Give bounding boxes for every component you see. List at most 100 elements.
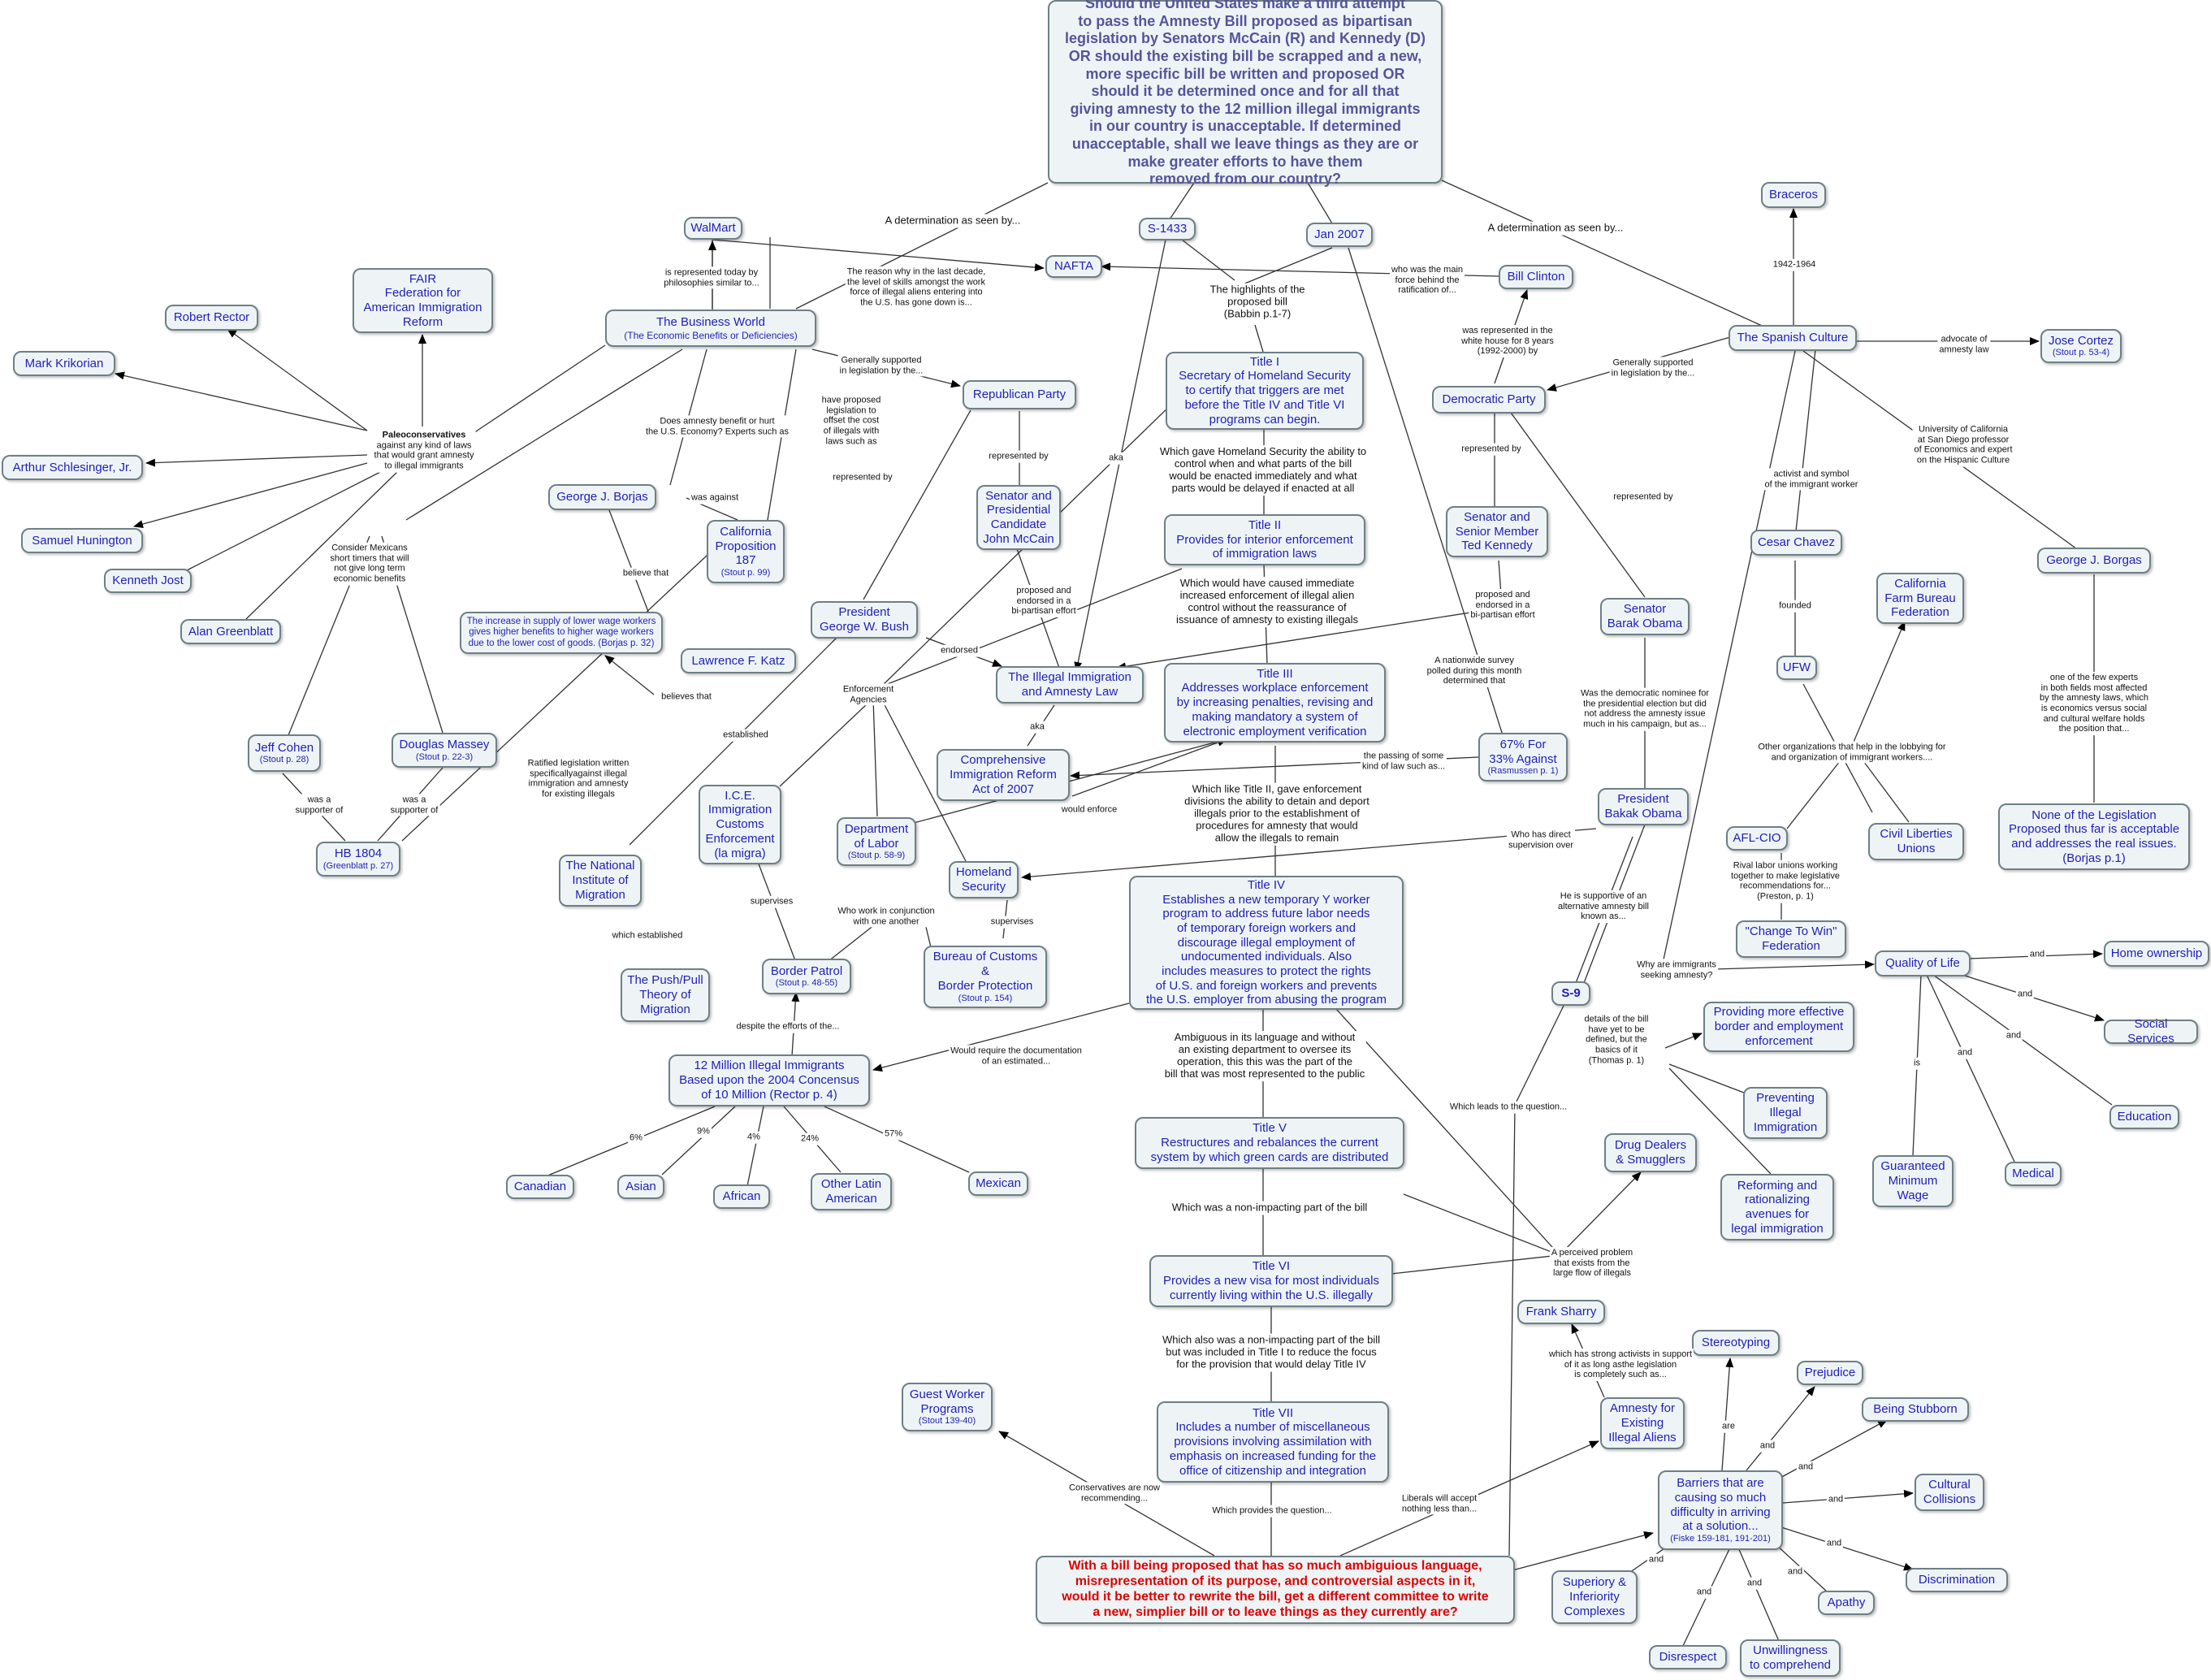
node-text: Arthur Schlesinger, Jr. <box>12 460 132 474</box>
node-text: Bureau of Customs & Border Protection <box>932 950 1038 993</box>
node-text: 67% For 33% Against <box>1489 737 1557 766</box>
node-george-w-bush[interactable]: President George W. Bush <box>811 601 918 639</box>
node-effective-border[interactable]: Providing more effective border and empl… <box>1703 1002 1854 1052</box>
node-republican-party[interactable]: Republican Party <box>963 380 1076 409</box>
node-text: Unwillingness to comprehend <box>1749 1643 1832 1672</box>
node-walmart[interactable]: WalMart <box>684 217 742 240</box>
node-african[interactable]: African <box>713 1184 770 1209</box>
node-barriers[interactable]: Barriers that are causing so much diffic… <box>1658 1470 1783 1550</box>
node-bill-clinton[interactable]: Bill Clinton <box>1499 265 1573 289</box>
node-superiority-complexes[interactable]: Superiory & Inferiority Complexes <box>1551 1570 1638 1624</box>
node-title-6[interactable]: Title VI Provides a new visa for most in… <box>1149 1255 1393 1307</box>
node-home-ownership[interactable]: Home ownership <box>2104 941 2209 967</box>
node-lawrence-katz[interactable]: Lawrence F. Katz <box>681 648 796 673</box>
node-nafta[interactable]: NAFTA <box>1045 255 1102 278</box>
node-robert-rector[interactable]: Robert Rector <box>165 305 258 331</box>
node-hb-1804[interactable]: HB 1804(Greenblatt p. 27) <box>316 842 400 877</box>
node-jan2007[interactable]: Jan 2007 <box>1306 223 1373 247</box>
node-california-prop-187[interactable]: California Proposition 187(Stout p. 99) <box>707 520 785 583</box>
node-samuel-hunington[interactable]: Samuel Hunington <box>21 528 143 553</box>
node-department-of-labor[interactable]: Department of Labor(Stout p. 58-9) <box>837 817 916 866</box>
node-unwillingness[interactable]: Unwillingness to comprehend <box>1740 1639 1841 1677</box>
node-social-services[interactable]: Social Services <box>2104 1017 2198 1046</box>
node-arthur-schlesinger[interactable]: Arthur Schlesinger, Jr. <box>2 455 143 480</box>
node-reforming-legal[interactable]: Reforming and rationalizing avenues for … <box>1720 1174 1834 1241</box>
node-asian[interactable]: Asian <box>617 1175 664 1199</box>
node-george-borgas[interactable]: George J. Borgas <box>2037 548 2151 574</box>
node-title-5[interactable]: Title V Restructures and rebalances the … <box>1135 1117 1404 1169</box>
node-title-7[interactable]: Title VII Includes a number of miscellan… <box>1157 1401 1389 1483</box>
node-none-of-legislation[interactable]: None of the Legislation Proposed thus fa… <box>1998 803 2190 870</box>
node-border-patrol[interactable]: Border Patrol(Stout p. 48-55) <box>762 959 851 994</box>
node-change-to-win[interactable]: "Change To Win" Federation <box>1736 920 1846 958</box>
root-question: Should the United States make a third at… <box>1048 0 1443 187</box>
node-disrespect[interactable]: Disrespect <box>1649 1645 1727 1669</box>
node-canadian[interactable]: Canadian <box>506 1175 574 1199</box>
node-supply-statement[interactable]: The increase in supply of lower wage wor… <box>460 612 663 654</box>
node-jeff-cohen[interactable]: Jeff Cohen(Stout p. 28) <box>248 734 321 772</box>
node-text: George J. Borgas <box>2046 553 2142 568</box>
node-democratic-party[interactable]: Democratic Party <box>1432 386 1546 414</box>
node-mexican[interactable]: Mexican <box>968 1171 1028 1196</box>
node-being-stubborn[interactable]: Being Stubborn <box>1862 1397 1969 1422</box>
node-apathy[interactable]: Apathy <box>1818 1591 1875 1615</box>
node-title-3[interactable]: Title III Addresses workplace enforcemen… <box>1164 663 1386 743</box>
node-discrimination[interactable]: Discrimination <box>1906 1568 2008 1592</box>
node-braceros[interactable]: Braceros <box>1761 182 1826 208</box>
node-comprehensive-reform-act[interactable]: Comprehensive Immigration Reform Act of … <box>937 749 1070 801</box>
node-national-institute-migration[interactable]: The National Institute of Migration <box>559 855 642 907</box>
node-focus-question[interactable]: With a bill being proposed that has so m… <box>1036 1556 1515 1624</box>
node-s1433[interactable]: S-1433 <box>1139 218 1196 240</box>
node-s9[interactable]: S-9 <box>1551 981 1590 1006</box>
node-push-pull-theory[interactable]: The Push/Pull Theory of Migration <box>621 968 710 1022</box>
node-poll-results[interactable]: 67% For 33% Against(Rasmussen p. 1) <box>1478 733 1568 782</box>
node-john-mccain[interactable]: Senator and Presidential Candidate John … <box>976 485 1061 550</box>
node-fair[interactable]: FAIR Federation for American Immigration… <box>353 268 493 333</box>
node-business-world[interactable]: The Business World(The Economic Benefits… <box>605 310 816 347</box>
link-label: details of the bill have yet to be defin… <box>1582 1013 1651 1067</box>
node-title-2[interactable]: Title II Provides for interior enforceme… <box>1164 514 1365 565</box>
node-george-borjas[interactable]: George J. Borjas <box>548 484 656 510</box>
node-education[interactable]: Education <box>2109 1105 2179 1129</box>
node-title-1[interactable]: Title I Secretary of Homeland Security t… <box>1166 352 1364 430</box>
node-mark-krikorian[interactable]: Mark Krikorian <box>13 351 115 376</box>
node-text: Reforming and rationalizing avenues for … <box>1731 1178 1824 1236</box>
node-guaranteed-wage[interactable]: Guaranteed Minimum Wage <box>1872 1155 1954 1207</box>
node-afl-cio[interactable]: AFL-CIO <box>1726 826 1788 851</box>
node-quality-of-life[interactable]: Quality of Life <box>1875 950 1971 976</box>
node-frank-sharry[interactable]: Frank Sharry <box>1517 1300 1605 1324</box>
node-ca-farm-bureau[interactable]: California Farm Bureau Federation <box>1876 573 1964 624</box>
node-other-latin-american[interactable]: Other Latin American <box>811 1173 892 1210</box>
node-cultural-collisions[interactable]: Cultural Collisions <box>1915 1474 1984 1511</box>
node-spanish-culture[interactable]: The Spanish Culture <box>1729 325 1857 351</box>
node-barak-obama[interactable]: Senator Barak Obama <box>1600 598 1690 635</box>
edge <box>1169 182 1195 220</box>
node-amnesty-existing[interactable]: Amnesty for Existing Illegal Aliens <box>1600 1397 1685 1449</box>
node-prejudice[interactable]: Prejudice <box>1797 1361 1863 1385</box>
node-twelve-million[interactable]: 12 Million Illegal Immigrants Based upon… <box>668 1054 870 1106</box>
node-homeland-security[interactable]: Homeland Security <box>949 861 1019 898</box>
node-jose-cortez[interactable]: Jose Cortez(Stout p. 53-4) <box>2040 329 2122 363</box>
node-kenneth-jost[interactable]: Kenneth Jost <box>104 569 192 593</box>
node-drug-dealers[interactable]: Drug Dealers & Smugglers <box>1604 1133 1697 1172</box>
node-text: Guaranteed Minimum Wage <box>1880 1159 1945 1202</box>
link-label: represented by <box>831 471 894 484</box>
node-ufw[interactable]: UFW <box>1776 656 1817 680</box>
node-text: Cesar Chavez <box>1757 535 1836 550</box>
node-bureau-customs[interactable]: Bureau of Customs & Border Protection(St… <box>924 946 1047 1008</box>
node-ted-kennedy[interactable]: Senator and Senior Member Ted Kennedy <box>1446 506 1548 557</box>
node-text: Mark Krikorian <box>24 356 104 370</box>
node-cesar-chavez[interactable]: Cesar Chavez <box>1750 530 1842 556</box>
node-ice[interactable]: I.C.E. Immigration Customs Enforcement (… <box>699 785 781 864</box>
node-medical[interactable]: Medical <box>2005 1162 2062 1186</box>
node-stereotyping[interactable]: Stereotyping <box>1692 1330 1780 1356</box>
node-guest-worker-programs[interactable]: Guest Worker Programs(Stout 139-40) <box>902 1383 993 1431</box>
node-preventing-illegal[interactable]: Preventing Illegal Immigration <box>1743 1087 1828 1139</box>
node-president-bakak-obama[interactable]: President Bakak Obama <box>1598 788 1689 825</box>
node-title-4[interactable]: Title IV Establishes a new temporary Y w… <box>1129 876 1404 1010</box>
node-alan-greenblatt[interactable]: Alan Greenblatt <box>180 619 281 644</box>
node-civil-liberties-unions[interactable]: Civil Liberties Unions <box>1868 823 1964 860</box>
node-illegal-immigration-amnesty-law[interactable]: The Illegal Immigration and Amnesty Law <box>996 666 1144 704</box>
node-douglas-massey[interactable]: Douglas Massey(Stout p. 22-3) <box>392 733 497 768</box>
